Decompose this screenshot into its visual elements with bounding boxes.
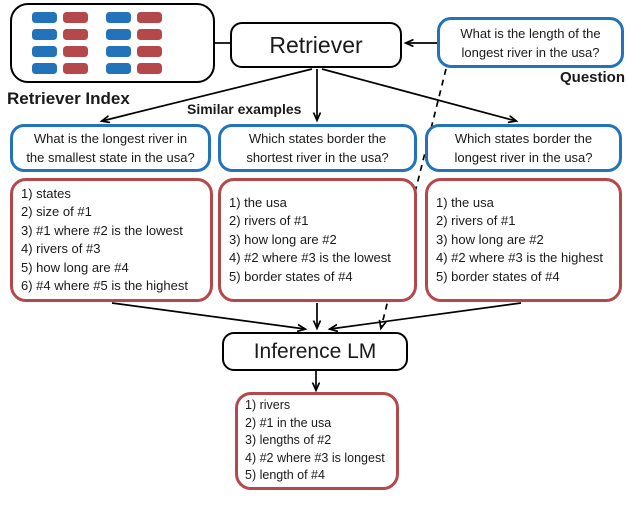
question-line-1: What is the length of the xyxy=(460,25,601,41)
red-vector-column xyxy=(137,12,162,74)
example-question-3-line-1: Which states border the xyxy=(454,131,593,146)
arrow-retriever-to-example-1 xyxy=(102,68,313,121)
retriever-index-grid xyxy=(32,12,162,74)
red-vector-pill xyxy=(63,46,88,57)
step-item: 3) how long are #2 xyxy=(436,231,544,247)
red-vector-pill xyxy=(137,12,162,23)
step-item: 3) how long are #2 xyxy=(229,231,337,247)
step-item: 5) border states of #4 xyxy=(436,268,560,284)
example-steps-1: 1) states 2) size of #1 3) #1 where #2 is … xyxy=(10,178,213,302)
step-item: 2) rivers of #1 xyxy=(436,213,516,229)
blue-vector-pill xyxy=(106,12,131,23)
step-item: 1) the usa xyxy=(436,194,494,210)
step-item: 5) border states of #4 xyxy=(229,268,353,284)
step-item: 3) lengths of #2 xyxy=(245,433,332,448)
step-item: 1) rivers xyxy=(245,398,291,413)
step-item: 3) #1 where #2 is the lowest xyxy=(21,222,183,238)
question-line-2: longest river in the usa? xyxy=(461,44,600,60)
blue-vector-pill xyxy=(106,46,131,57)
arrow-retriever-to-example-3 xyxy=(321,68,516,121)
example-question-1-line-2: the smallest state in the usa? xyxy=(26,150,195,165)
inference-lm-label: Inference LM xyxy=(253,339,377,363)
blue-vector-column xyxy=(106,12,131,74)
similar-examples-label: Similar examples xyxy=(187,101,302,117)
example-steps-3: 1) the usa 2) rivers of #1 3) how long are… xyxy=(425,178,622,302)
inference-lm-box: Inference LM xyxy=(222,332,408,371)
retriever-index-label: Retriever Index xyxy=(7,89,130,108)
example-question-2: Which states border the shortest river i… xyxy=(218,124,417,172)
step-item: 2) #1 in the usa xyxy=(245,415,332,430)
retriever-box: Retriever xyxy=(230,22,402,68)
step-item: 6) #4 where #5 is the highest xyxy=(21,278,188,293)
question-box: What is the length of the longest river … xyxy=(437,17,624,68)
step-item: 4) rivers of #3 xyxy=(21,241,101,256)
arrow-steps1-to-inference xyxy=(111,302,305,329)
example-question-1: What is the longest river in the smalles… xyxy=(10,124,211,172)
step-item: 2) size of #1 xyxy=(21,204,92,219)
red-vector-column xyxy=(63,12,88,74)
red-vector-pill xyxy=(63,63,88,74)
red-vector-pill xyxy=(63,12,88,23)
blue-vector-pill xyxy=(32,29,57,40)
example-steps-2: 1) the usa 2) rivers of #1 3) how long are… xyxy=(218,178,417,302)
blue-vector-pill xyxy=(32,12,57,23)
step-item: 4) #2 where #3 is the highest xyxy=(436,250,603,266)
blue-vector-pill xyxy=(32,63,57,74)
step-item: 5) length of #4 xyxy=(245,468,325,483)
blue-vector-pill xyxy=(106,63,131,74)
red-vector-pill xyxy=(63,29,88,40)
example-question-3-line-2: longest river in the usa? xyxy=(454,150,593,165)
step-item: 4) #2 where #3 is longest xyxy=(245,450,385,465)
output-steps-box: 1) rivers 2) #1 in the usa 3) lengths of #… xyxy=(235,392,399,490)
step-item: 1) states xyxy=(21,185,71,201)
red-vector-pill xyxy=(137,63,162,74)
red-vector-pill xyxy=(137,29,162,40)
retriever-index-box xyxy=(10,3,215,83)
example-question-2-line-2: shortest river in the usa? xyxy=(246,150,389,165)
blue-vector-pill xyxy=(106,29,131,40)
blue-vector-pill xyxy=(32,46,57,57)
example-question-1-line-1: What is the longest river in xyxy=(33,131,188,146)
step-item: 2) rivers of #1 xyxy=(229,213,309,229)
example-question-2-line-1: Which states border the xyxy=(248,131,387,146)
question-label: Question xyxy=(559,69,625,86)
retriever-label: Retriever xyxy=(269,31,363,58)
example-question-3: Which states border the longest river in… xyxy=(425,124,622,172)
red-vector-pill xyxy=(137,46,162,57)
step-item: 1) the usa xyxy=(229,194,287,210)
step-item: 4) #2 where #3 is the lowest xyxy=(229,250,391,266)
arrow-steps3-to-inference xyxy=(330,302,522,329)
step-item: 5) how long are #4 xyxy=(21,259,129,275)
blue-vector-column xyxy=(32,12,57,74)
